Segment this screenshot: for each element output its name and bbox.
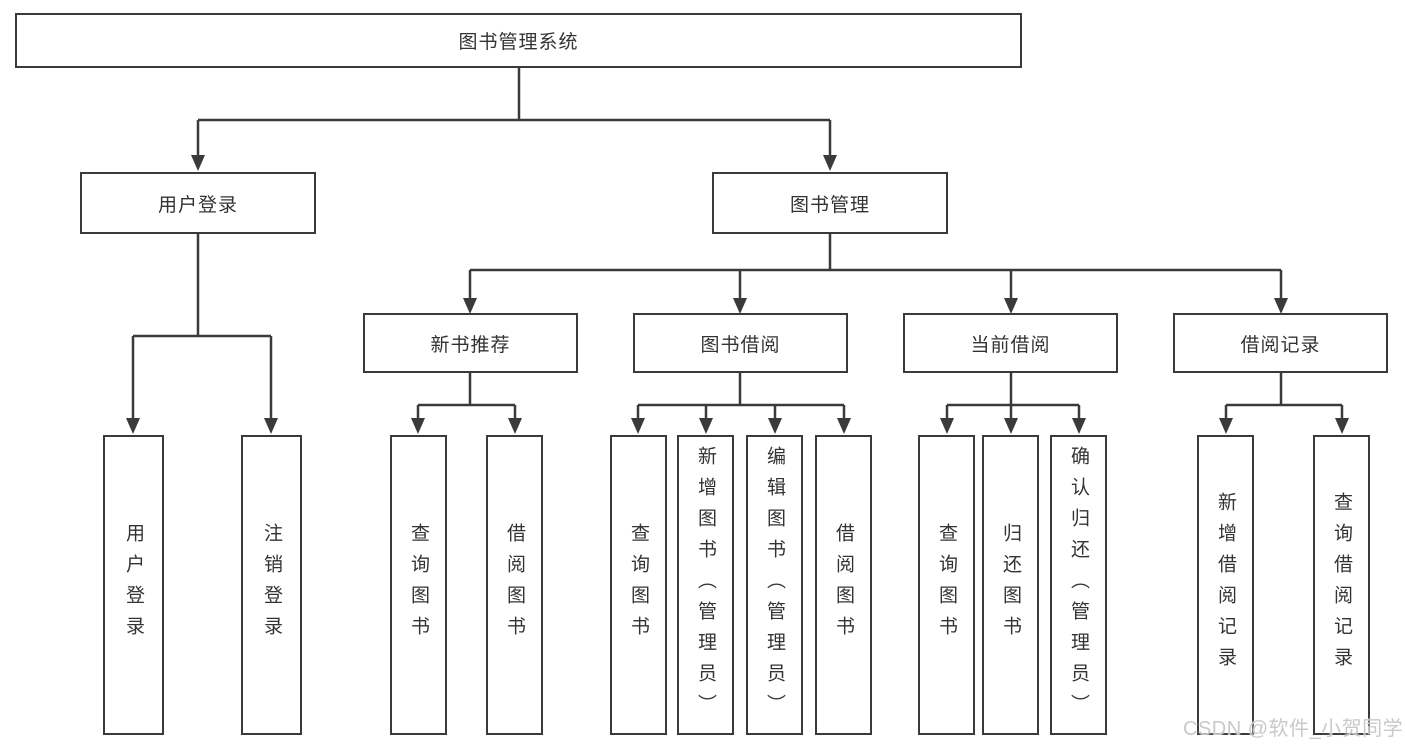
leaf-query-books-recommend: 查询图书 <box>390 435 447 735</box>
node-label: 借阅记录 <box>1240 334 1321 356</box>
node-label: 注销登录 <box>261 523 282 647</box>
leaf-add-borrow-record: 新增借阅记录 <box>1197 435 1254 735</box>
node-book-management-branch: 图书管理 <box>712 172 948 234</box>
node-label: 查询图书 <box>936 523 957 647</box>
node-label: 新增图书（管理员） <box>695 445 716 725</box>
node-root-library-system: 图书管理系统 <box>15 13 1022 68</box>
connector-edges <box>131 68 1344 419</box>
arrowheads <box>126 155 1349 434</box>
node-label: 确认归还（管理员） <box>1068 445 1089 725</box>
node-label: 用户登录 <box>157 194 238 216</box>
leaf-user-login: 用户登录 <box>103 435 164 735</box>
leaf-add-books-admin: 新增图书（管理员） <box>677 435 734 735</box>
node-label: 图书管理 <box>789 194 870 216</box>
leaf-query-books-borrowing: 查询图书 <box>610 435 667 735</box>
leaf-edit-books-admin: 编辑图书（管理员） <box>746 435 803 735</box>
leaf-logout: 注销登录 <box>241 435 302 735</box>
node-label: 借阅图书 <box>504 523 525 647</box>
node-label: 编辑图书（管理员） <box>764 445 785 725</box>
node-current-borrowing: 当前借阅 <box>903 313 1118 373</box>
leaf-confirm-return-admin: 确认归还（管理员） <box>1050 435 1107 735</box>
leaf-borrow-books: 借阅图书 <box>815 435 872 735</box>
node-label: 归还图书 <box>1000 523 1021 647</box>
node-label: 查询借阅记录 <box>1331 492 1352 678</box>
leaf-return-books: 归还图书 <box>982 435 1039 735</box>
node-label: 用户登录 <box>123 523 144 647</box>
node-user-login-branch: 用户登录 <box>80 172 316 234</box>
leaf-query-books-current: 查询图书 <box>918 435 975 735</box>
node-label: 图书管理系统 <box>458 32 579 53</box>
node-label: 新增借阅记录 <box>1215 492 1236 678</box>
node-label: 新书推荐 <box>430 334 511 356</box>
node-label: 图书借阅 <box>700 334 781 356</box>
node-book-borrowing: 图书借阅 <box>633 313 848 373</box>
node-borrowing-records: 借阅记录 <box>1173 313 1388 373</box>
node-label: 当前借阅 <box>970 334 1051 356</box>
node-label: 借阅图书 <box>833 523 854 647</box>
leaf-borrow-books-recommend: 借阅图书 <box>486 435 543 735</box>
node-label: 查询图书 <box>408 523 429 647</box>
csdn-watermark: CSDN @软件_小贺同学 <box>1183 718 1404 740</box>
node-new-book-recommendation: 新书推荐 <box>363 313 578 373</box>
leaf-query-borrow-record: 查询借阅记录 <box>1313 435 1370 735</box>
node-label: 查询图书 <box>628 523 649 647</box>
